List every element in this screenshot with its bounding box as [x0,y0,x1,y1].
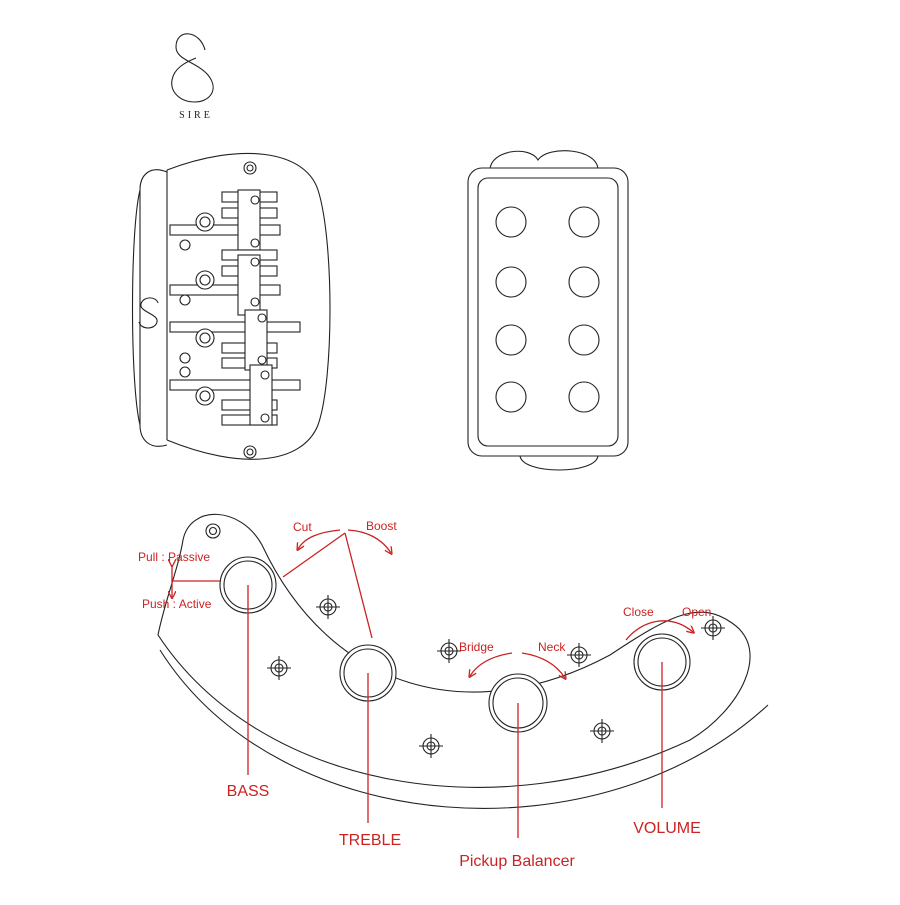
open-label: Open [682,605,711,619]
plate-screw [566,642,592,668]
pull-passive-label: Pull : Passive [138,550,210,564]
bridge-label: Bridge [459,640,494,654]
pickup-balancer-label: Pickup Balancer [459,853,575,870]
neck-label: Neck [538,640,566,654]
plate-screw [315,594,341,620]
plate-screw [436,638,462,664]
treble-label: TREBLE [339,832,401,849]
plate-screw [418,733,444,759]
logo-wordmark: SIRE [179,110,213,121]
bridge-saddle-4 [169,364,301,426]
bass-label: BASS [227,783,270,800]
bridge-drawing [131,152,331,460]
bridge-saddle-1 [169,189,281,251]
plate-screw [589,718,615,744]
bridge-saddle-2 [169,249,281,316]
pickup-drawing [467,150,629,471]
sire-s-logo-icon [171,33,214,103]
annotations: Pull : Passive Push : Active Cut Boost B… [138,519,711,870]
plate-screw [700,615,726,641]
close-label: Close [623,605,654,619]
plate-screw [266,655,292,681]
pole-pieces [495,206,600,413]
control-plate [157,513,769,809]
boost-label: Boost [366,519,397,533]
volume-label: VOLUME [633,820,701,837]
push-active-label: Push : Active [142,597,212,611]
bridge-saddle-3 [169,309,301,371]
cut-label: Cut [293,520,312,534]
sire-logo: SIRE [171,33,214,121]
